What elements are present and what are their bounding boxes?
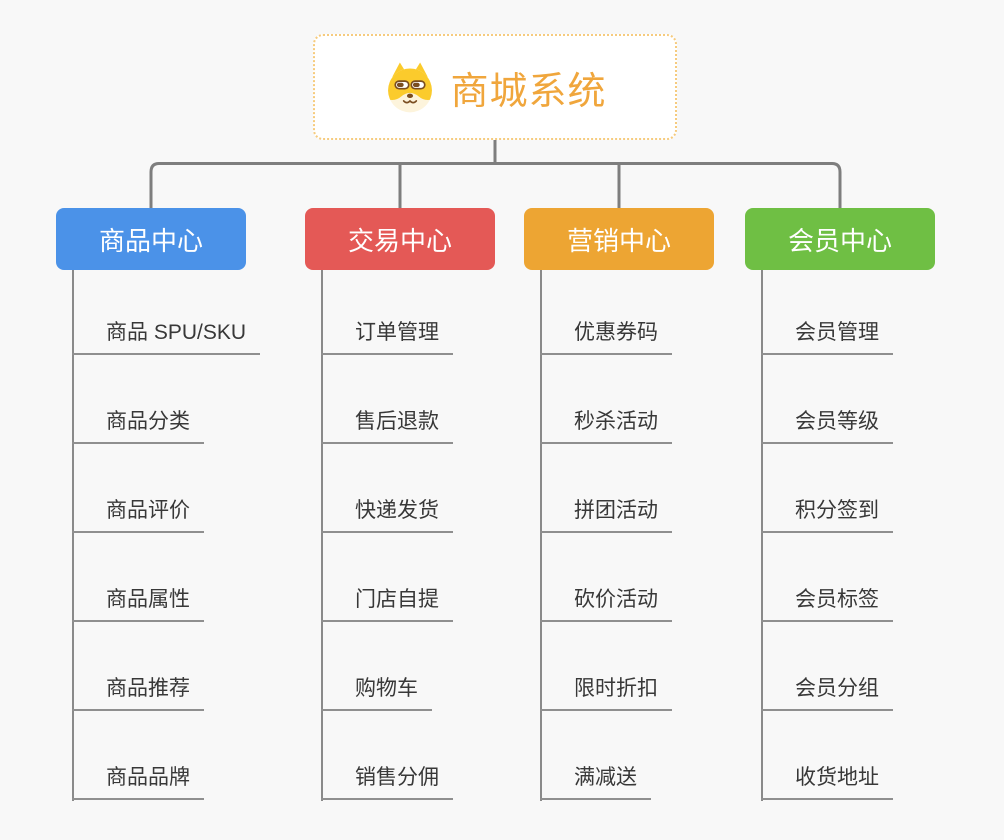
leaf-node[interactable]: 会员分组 xyxy=(761,665,893,711)
leaf-node[interactable]: 满减送 xyxy=(540,754,651,800)
leaf-node[interactable]: 积分签到 xyxy=(761,487,893,534)
leaf-node[interactable]: 会员等级 xyxy=(761,398,893,445)
leaf-node[interactable]: 会员管理 xyxy=(761,309,893,356)
branch-line: 会员管理会员等级积分签到会员标签会员分组收货地址 xyxy=(761,270,993,801)
leaf-node[interactable]: 订单管理 xyxy=(321,309,453,356)
leaf-node[interactable]: 商品品牌 xyxy=(72,754,204,800)
leaf-node[interactable]: 砍价活动 xyxy=(540,576,672,623)
root-node[interactable]: 商城系统 xyxy=(313,34,677,140)
branch-label: 交易中心 xyxy=(347,225,452,256)
leaf-node[interactable]: 优惠券码 xyxy=(540,309,672,356)
branch-label: 商品中心 xyxy=(98,225,203,256)
branch-node[interactable]: 交易中心 xyxy=(305,208,495,270)
leaf-node[interactable]: 售后退款 xyxy=(321,398,453,445)
leaf-node[interactable]: 购物车 xyxy=(321,665,432,711)
leaf-node[interactable]: 商品分类 xyxy=(72,398,204,445)
leaf-node[interactable]: 收货地址 xyxy=(761,754,893,800)
leaf-node[interactable]: 商品评价 xyxy=(72,487,204,534)
branch-line: 优惠券码秒杀活动拼团活动砍价活动限时折扣满减送 xyxy=(540,270,772,801)
leaf-node[interactable]: 销售分佣 xyxy=(321,754,453,800)
branch-line: 订单管理售后退款快递发货门店自提购物车销售分佣 xyxy=(321,270,553,801)
dog-face-icon xyxy=(388,62,433,113)
leaf-node[interactable]: 拼团活动 xyxy=(540,487,672,534)
leaf-node[interactable]: 商品属性 xyxy=(72,576,204,623)
leaf-node[interactable]: 会员标签 xyxy=(761,576,893,623)
branch-node[interactable]: 营销中心 xyxy=(524,208,714,270)
leaf-node[interactable]: 商品 SPU/SKU xyxy=(72,309,261,356)
leaf-node[interactable]: 门店自提 xyxy=(321,576,453,623)
branch-node[interactable]: 商品中心 xyxy=(56,208,246,270)
root-title: 商城系统 xyxy=(450,70,607,113)
branch-label: 营销中心 xyxy=(566,225,671,256)
branch-label: 会员中心 xyxy=(787,225,892,256)
leaf-node[interactable]: 限时折扣 xyxy=(540,665,672,711)
leaf-node[interactable]: 商品推荐 xyxy=(72,665,204,711)
leaf-node[interactable]: 秒杀活动 xyxy=(540,398,672,445)
leaf-node[interactable]: 快递发货 xyxy=(321,487,453,534)
branch-node[interactable]: 会员中心 xyxy=(745,208,935,270)
branch-line: 商品 SPU/SKU 商品分类商品评价商品属性商品推荐商品品牌 xyxy=(72,270,304,801)
